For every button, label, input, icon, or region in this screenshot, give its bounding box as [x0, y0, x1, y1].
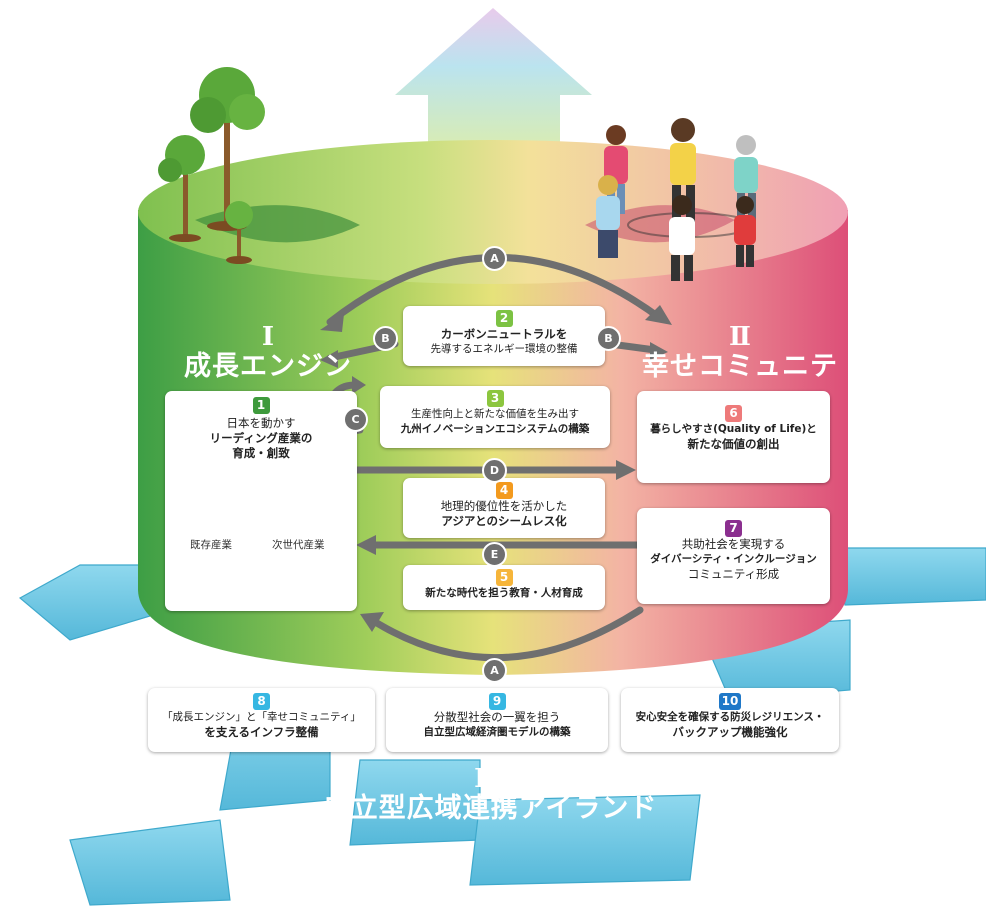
card-3-line-1: 生産性向上と新たな価値を生み出す: [411, 408, 579, 420]
pillar-growth-title: 成長エンジン: [184, 351, 352, 382]
card-6-line-2: 新たな価値の創出: [687, 437, 780, 451]
card-2: 2 カーボンニュートラルを 先導するエネルギー環境の整備: [403, 306, 605, 366]
venn-next-gen-industry: 次世代産業: [272, 539, 325, 551]
card-7-line-2: ダイバーシティ・インクルージョン: [650, 553, 817, 565]
card-10-line-1: 安心安全を確保する防災レジリエンス・: [635, 711, 825, 723]
relation-tag-b-right: B: [596, 326, 621, 351]
card-5: 5 新たな時代を担う教育・人材育成: [403, 565, 605, 610]
relation-tag-c: C: [343, 407, 368, 432]
relation-tag-e: E: [482, 542, 507, 567]
relation-tag-a-bottom: A: [482, 658, 507, 683]
card-10: 10 安心安全を確保する防災レジリエンス・ バックアップ機能強化: [621, 688, 839, 752]
card-4-line-2: アジアとのシームレス化: [441, 514, 567, 528]
relation-arrowheads: [320, 305, 672, 632]
card-10-line-2: バックアップ機能強化: [672, 725, 788, 739]
card-6: 6 暮らしやすさ(Quality of Life)と 新たな価値の創出: [637, 391, 830, 483]
card-6-badge: 6: [725, 405, 742, 422]
card-9-line-1: 分散型社会の一翼を担う: [433, 710, 561, 724]
card-8: 8 「成長エンジン」と「幸せコミュニティ」 を支えるインフラ整備: [148, 688, 375, 752]
card-7-line-3: コミュニティ形成: [687, 567, 780, 581]
card-9-line-2: 自立型広域経済圏モデルの構築: [423, 726, 571, 738]
card-1-line-1: 日本を動かす: [226, 416, 296, 430]
card-3-badge: 3: [486, 390, 504, 407]
card-7-badge: 7: [725, 520, 742, 537]
card-10-badge: 10: [719, 693, 741, 710]
card-1-line-2: リーディング産業の: [209, 431, 313, 445]
pillar-happiness-numeral: Ⅱ: [729, 322, 751, 352]
card-8-badge: 8: [253, 693, 270, 710]
relation-tag-d: D: [482, 458, 507, 483]
card-8-line-1: 「成長エンジン」と「幸せコミュニティ」: [162, 711, 361, 723]
pillar-island-heading: Ⅲ 自立型広域連携アイランド: [320, 766, 660, 826]
card-5-line-1: 新たな時代を担う教育・人材育成: [425, 587, 583, 599]
card-6-line-1: 暮らしやすさ(Quality of Life)と: [650, 423, 817, 435]
card-5-badge: 5: [495, 569, 513, 586]
pillar-growth-heading: Ⅰ 成長エンジン: [168, 324, 368, 384]
people-illustration: [596, 118, 758, 281]
card-2-line-1: カーボンニュートラルを: [440, 327, 568, 341]
card-4-line-1: 地理的優位性を活かした: [440, 499, 568, 513]
card-9-badge: 9: [488, 693, 506, 710]
card-3-line-2: 九州イノベーションエコシステムの構築: [400, 423, 590, 435]
card-8-line-2: を支えるインフラ整備: [204, 725, 319, 739]
card-1-badge: 1: [252, 397, 270, 414]
card-1: 1 日本を動かす リーディング産業の 育成・創致: [165, 391, 357, 611]
card-7-line-1: 共助社会を実現する: [681, 537, 786, 551]
card-2-badge: 2: [495, 310, 513, 327]
card-7: 7 共助社会を実現する ダイバーシティ・インクルージョン コミュニティ形成: [637, 508, 830, 604]
card-2-line-2: 先導するエネルギー環境の整備: [430, 343, 578, 355]
trees-illustration: [158, 67, 265, 264]
pillar-island-title: 自立型広域連携アイランド: [322, 793, 658, 824]
pillar-growth-numeral: Ⅰ: [261, 322, 275, 352]
venn-existing-industry: 既存産業: [190, 539, 232, 551]
card-4: 4 地理的優位性を活かした アジアとのシームレス化: [403, 478, 605, 538]
card-3: 3 生産性向上と新たな価値を生み出す 九州イノベーションエコシステムの構築: [380, 386, 610, 448]
card-4-badge: 4: [495, 482, 513, 499]
card-1-line-3: 育成・創致: [232, 446, 290, 460]
relation-tag-b-left: B: [373, 326, 398, 351]
card-9: 9 分散型社会の一翼を担う 自立型広域経済圏モデルの構築: [386, 688, 608, 752]
relation-tag-a-top: A: [482, 246, 507, 271]
pillar-island-numeral: Ⅲ: [474, 764, 506, 794]
